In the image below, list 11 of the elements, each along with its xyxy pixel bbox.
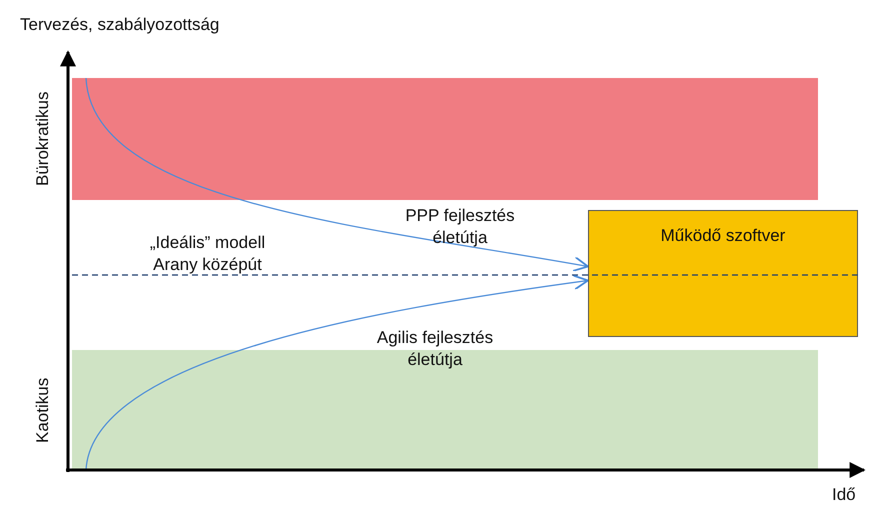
edge-label: Agilis fejlesztés életútja (376, 327, 494, 371)
curve-arrow (85, 78, 589, 272)
edge-label: PPP fejlesztés életútja (404, 205, 516, 249)
result-box (588, 210, 858, 337)
axis-category-label: Kaotikus (32, 376, 53, 445)
box-title: Működő szoftver (660, 225, 786, 247)
axis-category-label: Bürokratikus (32, 90, 53, 188)
axis-title: Idő (832, 484, 856, 506)
annotation-text: „Ideális” modell Arany középút (148, 232, 266, 276)
curve-arrow (85, 274, 589, 470)
axis-title: Tervezés, szabályozottság (20, 14, 220, 36)
